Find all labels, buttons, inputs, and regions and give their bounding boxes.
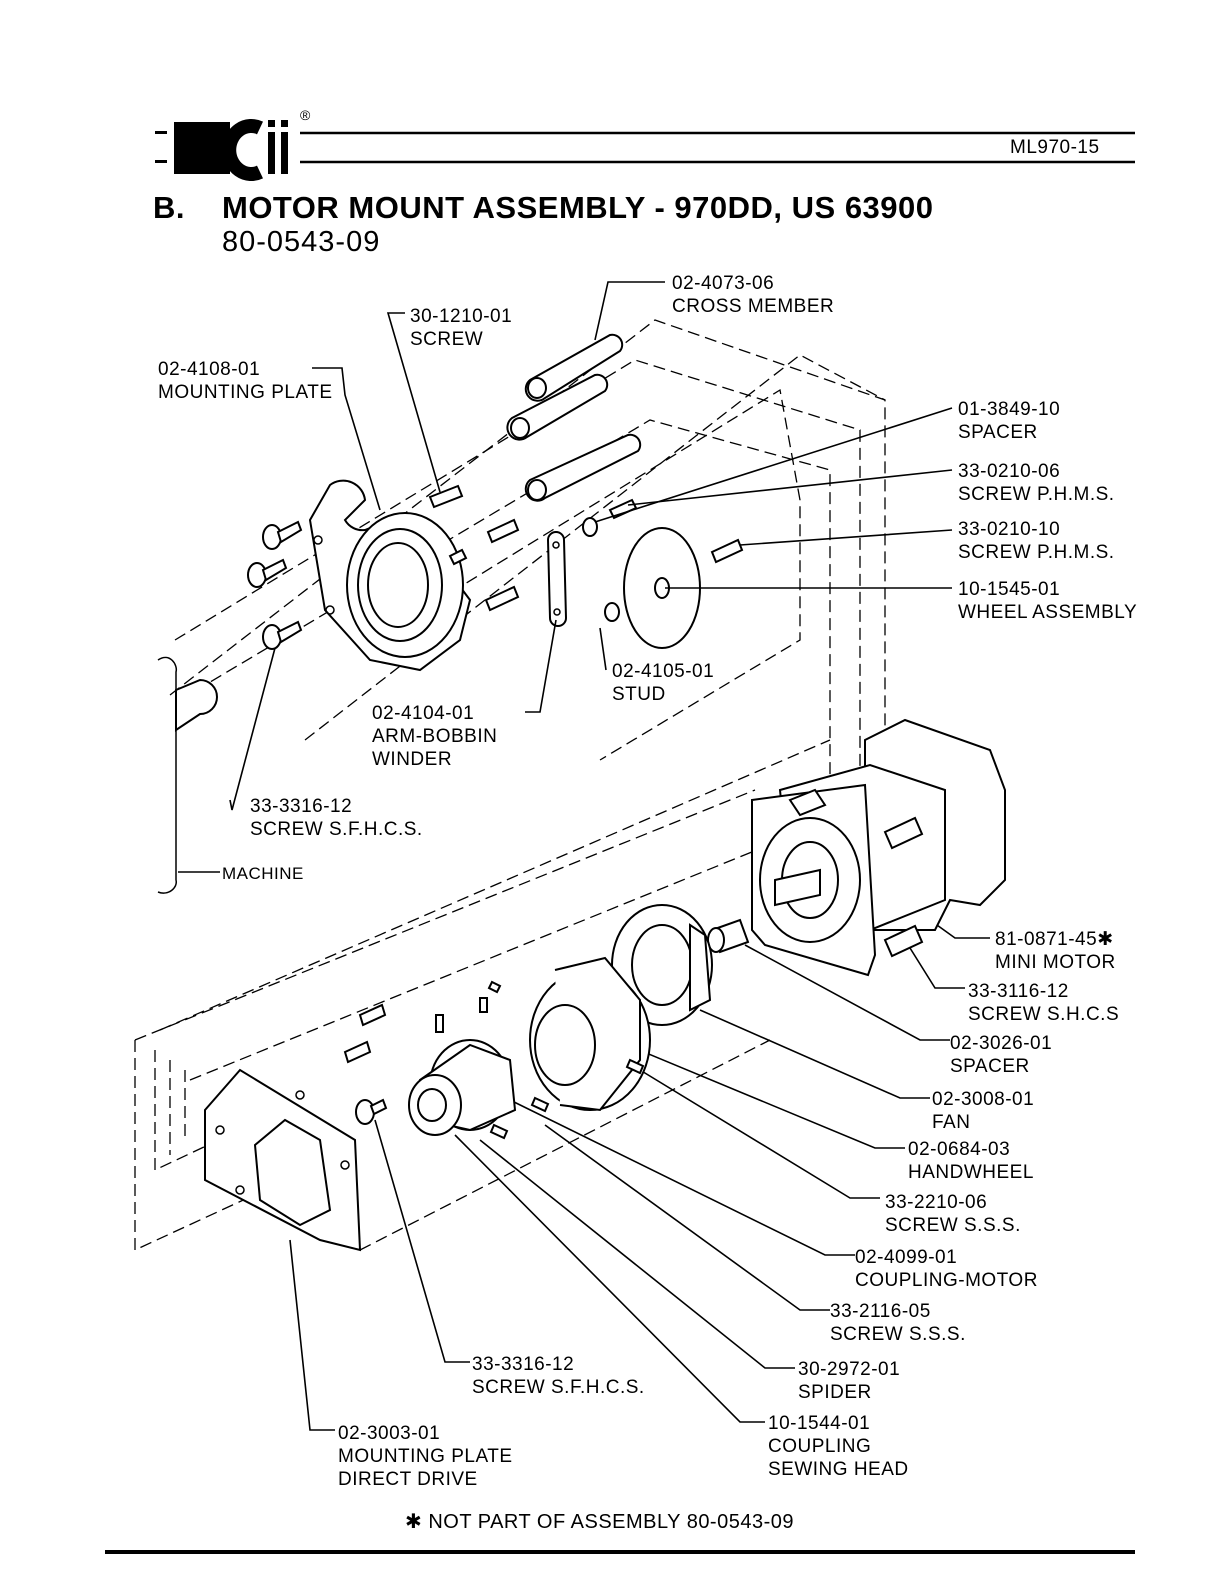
part-number: 02-0684-03 bbox=[908, 1139, 1011, 1160]
mounting-plate-direct-drive bbox=[204, 1068, 362, 1252]
part-number: 02-4073-06 bbox=[672, 273, 775, 294]
part-desc: STUD bbox=[612, 684, 666, 705]
footnote-text: NOT PART OF ASSEMBLY 80-0543-09 bbox=[428, 1511, 794, 1533]
arm-bobbin-winder bbox=[546, 531, 568, 627]
part-desc: WHEEL ASSEMBLY bbox=[958, 602, 1138, 623]
part-desc: CROSS MEMBER bbox=[672, 296, 835, 317]
callout-arm-bobbin-winder: 02-4104-01 ARM-BOBBIN WINDER bbox=[372, 702, 497, 771]
part-number: 02-4108-01 bbox=[158, 359, 261, 380]
callout-screw-sfhcs-top: 33-3316-12 SCREW S.F.H.C.S. bbox=[250, 795, 423, 841]
part-number: 30-1210-01 bbox=[410, 306, 513, 327]
part-desc: MACHINE bbox=[222, 864, 304, 883]
registered-mark: ® bbox=[300, 107, 311, 123]
part-desc: SPACER bbox=[958, 422, 1038, 443]
part-desc: SPIDER bbox=[798, 1382, 872, 1403]
part-number: 02-4105-01 bbox=[612, 661, 715, 682]
callout-cross-member: 02-4073-06 CROSS MEMBER bbox=[672, 272, 834, 318]
doc-number: ML970-15 bbox=[1010, 137, 1100, 158]
set-screws bbox=[435, 980, 645, 1140]
part-number: 33-2210-06 bbox=[885, 1192, 988, 1213]
part-desc: SCREW P.H.M.S. bbox=[958, 484, 1115, 505]
part-desc-2: SEWING HEAD bbox=[768, 1459, 909, 1480]
callout-handwheel: 02-0684-03 HANDWHEEL bbox=[908, 1138, 1034, 1184]
callout-mounting-plate-top: 02-4108-01 MOUNTING PLATE bbox=[158, 358, 333, 404]
assembly-number: 80-0543-09 bbox=[222, 226, 381, 258]
part-number: 10-1544-01 bbox=[768, 1413, 871, 1434]
part-number: 02-3003-01 bbox=[338, 1423, 441, 1444]
part-desc: SCREW S.F.H.C.S. bbox=[472, 1377, 645, 1398]
callout-mounting-plate-direct-drive: 02-3003-01 MOUNTING PLATE DIRECT DRIVE bbox=[338, 1422, 513, 1491]
mini-motor bbox=[751, 718, 1006, 977]
callout-screw-shcs: 33-3116-12 SCREW S.H.C.S bbox=[968, 980, 1119, 1026]
screws-cross-member bbox=[428, 484, 520, 612]
callout-stud: 02-4105-01 STUD bbox=[612, 660, 714, 706]
callout-machine: MACHINE bbox=[222, 862, 304, 885]
part-number: 02-4104-01 bbox=[372, 703, 475, 724]
part-number: 33-2116-05 bbox=[830, 1301, 931, 1322]
part-number: 33-0210-10 bbox=[958, 519, 1061, 540]
page-title: MOTOR MOUNT ASSEMBLY - 970DD, US 63900 bbox=[222, 190, 934, 225]
part-desc: SCREW S.S.S. bbox=[885, 1215, 1021, 1236]
part-desc: SCREW S.F.H.C.S. bbox=[250, 819, 423, 840]
part-number: 01-3849-10 bbox=[958, 399, 1061, 420]
part-desc: FAN bbox=[932, 1112, 971, 1133]
part-number: 02-4099-01 bbox=[855, 1247, 958, 1268]
part-number: 33-3116-12 bbox=[968, 981, 1069, 1002]
part-desc: SPACER bbox=[950, 1056, 1030, 1077]
part-desc: COUPLING-MOTOR bbox=[855, 1270, 1038, 1291]
section-letter: B. bbox=[153, 190, 185, 225]
part-desc-2: WINDER bbox=[372, 749, 453, 770]
part-desc: SCREW P.H.M.S. bbox=[958, 542, 1115, 563]
callout-screw-top: 30-1210-01 SCREW bbox=[410, 305, 512, 351]
callout-screw-sss-05: 33-2116-05 SCREW S.S.S. bbox=[830, 1300, 966, 1346]
part-desc: MOUNTING PLATE bbox=[158, 382, 333, 403]
callout-wheel-assembly: 10-1545-01 WHEEL ASSEMBLY bbox=[958, 578, 1137, 624]
callout-screw-phms-06: 33-0210-06 SCREW P.H.M.S. bbox=[958, 460, 1115, 506]
handwheel bbox=[529, 956, 651, 1112]
part-desc: ARM-BOBBIN bbox=[372, 726, 498, 747]
part-number: 33-3316-12 bbox=[472, 1354, 575, 1375]
screws-sfhcs-top bbox=[247, 520, 303, 650]
part-number: 81-0871-45 bbox=[995, 929, 1098, 950]
callout-screw-sss-06: 33-2210-06 SCREW S.S.S. bbox=[885, 1191, 1021, 1237]
part-desc: MINI MOTOR bbox=[995, 952, 1116, 973]
part-number: 33-3316-12 bbox=[250, 796, 353, 817]
callout-spider: 30-2972-01 SPIDER bbox=[798, 1358, 900, 1404]
part-desc: COUPLING bbox=[768, 1436, 872, 1457]
part-desc: SCREW S.S.S. bbox=[830, 1324, 966, 1345]
callout-mini-motor: 81-0871-45✱ MINI MOTOR bbox=[995, 928, 1116, 974]
part-number: 10-1545-01 bbox=[958, 579, 1061, 600]
logo-icon bbox=[174, 119, 288, 181]
part-desc-2: DIRECT DRIVE bbox=[338, 1469, 478, 1490]
callout-spacer-top: 01-3849-10 SPACER bbox=[958, 398, 1060, 444]
part-number: 30-2972-01 bbox=[798, 1359, 901, 1380]
coupling-motor bbox=[408, 1039, 517, 1136]
part-desc: MOUNTING PLATE bbox=[338, 1446, 513, 1467]
leader-lines bbox=[178, 281, 990, 1431]
callout-fan: 02-3008-01 FAN bbox=[932, 1088, 1034, 1134]
part-number: 33-0210-06 bbox=[958, 461, 1061, 482]
callout-spacer-bottom: 02-3026-01 SPACER bbox=[950, 1032, 1052, 1078]
spacer-bottom bbox=[707, 918, 750, 954]
cross-member-rods bbox=[506, 333, 642, 502]
callout-coupling-motor: 02-4099-01 COUPLING-MOTOR bbox=[855, 1246, 1038, 1292]
not-included-mark: ✱ bbox=[405, 1511, 423, 1533]
part-desc: HANDWHEEL bbox=[908, 1162, 1034, 1183]
mounting-plate-top bbox=[308, 479, 472, 672]
header-rules bbox=[155, 131, 1135, 164]
screws-sfhcs-bottom bbox=[343, 1003, 388, 1125]
callout-coupling-sewing-head: 10-1544-01 COUPLING SEWING HEAD bbox=[768, 1412, 909, 1481]
part-number: 02-3026-01 bbox=[950, 1033, 1053, 1054]
callout-screw-sfhcs-bottom: 33-3316-12 SCREW S.F.H.C.S. bbox=[472, 1353, 645, 1399]
machine-bracket bbox=[157, 656, 218, 894]
part-number: 02-3008-01 bbox=[932, 1089, 1035, 1110]
callout-screw-phms-10: 33-0210-10 SCREW P.H.M.S. bbox=[958, 518, 1115, 564]
part-desc: SCREW S.H.C.S bbox=[968, 1004, 1120, 1025]
footnote: ✱ NOT PART OF ASSEMBLY 80-0543-09 bbox=[405, 1512, 794, 1532]
part-desc: SCREW bbox=[410, 329, 484, 350]
not-included-mark: ✱ bbox=[1097, 929, 1114, 950]
